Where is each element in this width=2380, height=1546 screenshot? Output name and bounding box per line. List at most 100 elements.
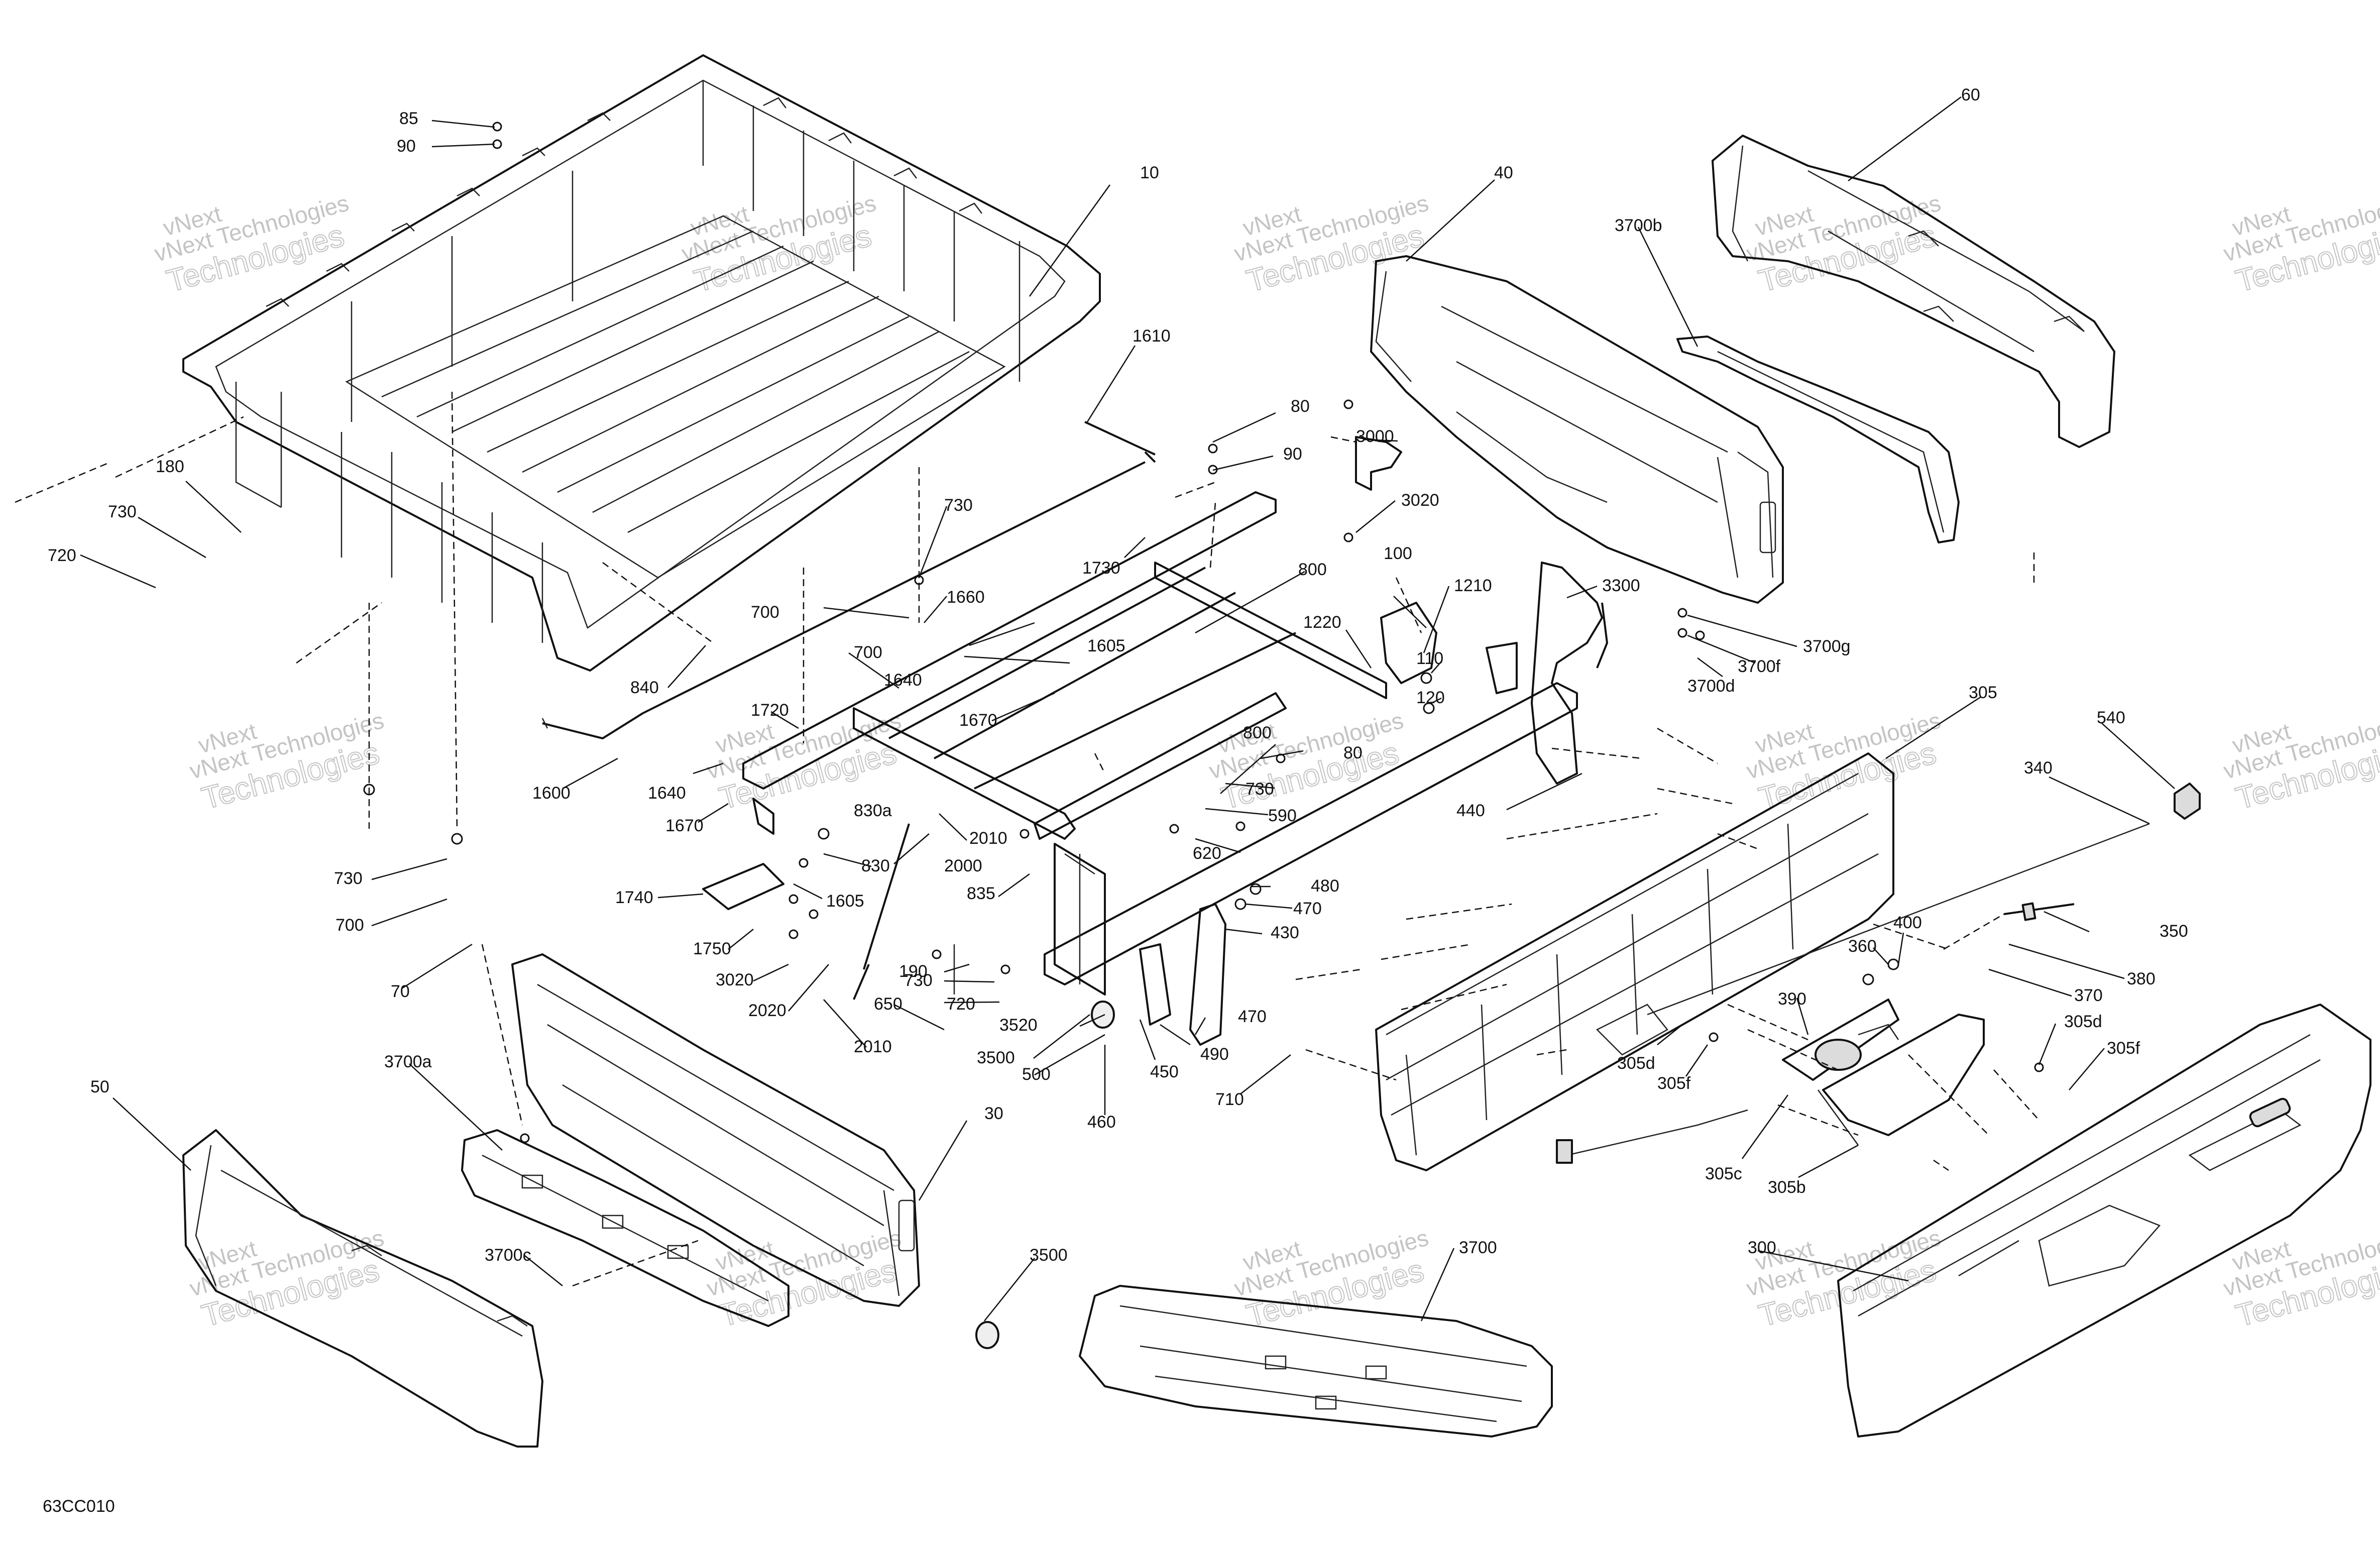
watermark: vNext vNext Technologies Technologies xyxy=(187,1225,387,1334)
callout: 720 xyxy=(947,995,975,1014)
callout: 10 xyxy=(1140,163,1159,182)
side-panel-30 xyxy=(511,953,920,1307)
callout: 730 xyxy=(904,971,933,990)
callout: 710 xyxy=(1215,1090,1244,1109)
callout: 835 xyxy=(967,884,995,903)
callout: 720 xyxy=(48,546,76,565)
callout: 840 xyxy=(630,678,659,697)
callout: 1670 xyxy=(665,816,704,835)
callout: 110 xyxy=(1416,649,1443,668)
callout: 305d xyxy=(1617,1054,1655,1073)
callout: 3000 xyxy=(1356,427,1394,446)
assembly-lines xyxy=(15,391,2039,1287)
callout: 480 xyxy=(1311,876,1339,896)
callout: 360 xyxy=(1848,937,1877,956)
callout: 730 xyxy=(1245,780,1274,799)
trim-3700 xyxy=(1079,1285,1553,1438)
callout: 305c xyxy=(1705,1164,1742,1183)
callout: 730 xyxy=(944,496,973,515)
callout: 2010 xyxy=(854,1037,892,1056)
tailgate-300 xyxy=(1837,1004,2371,1438)
plug-3500 xyxy=(975,1001,1115,1349)
watermark: vNext vNext Technologies Technologies xyxy=(679,190,879,299)
callout: 370 xyxy=(2074,986,2103,1005)
callout: 340 xyxy=(2024,758,2053,778)
callout: 305d xyxy=(2064,1012,2102,1031)
callout: 700 xyxy=(854,643,882,662)
latch-assembly xyxy=(1782,999,1985,1146)
trim-3700b xyxy=(1676,336,1960,543)
callout: 305f xyxy=(1657,1074,1691,1093)
callout: 80 xyxy=(1291,397,1310,416)
fasteners xyxy=(363,122,2044,1143)
callout: 620 xyxy=(1193,844,1221,863)
callout: 190 xyxy=(899,962,928,981)
watermark-group: vNext vNext Technologies Technologies vN… xyxy=(152,190,2380,1334)
callout: 180 xyxy=(156,457,184,476)
callout: 3700g xyxy=(1803,637,1851,656)
tailgate-frame-305 xyxy=(1375,752,1894,1171)
callout: 400 xyxy=(1893,913,1922,932)
callout: 3020 xyxy=(716,970,754,989)
callout: 590 xyxy=(1268,806,1297,825)
bracket-1210 xyxy=(1380,602,1518,694)
callout: 830 xyxy=(861,856,890,875)
callout: 30 xyxy=(984,1104,1003,1123)
callout: 70 xyxy=(391,982,410,1001)
watermark: vNext vNext Technologies Technologies xyxy=(2221,707,2380,817)
callout: 3700 xyxy=(1459,1238,1497,1257)
watermark: vNext vNext Technologies Technologies xyxy=(1744,707,1944,817)
callout: 3700f xyxy=(1738,657,1781,676)
watermark: vNext vNext Technologies Technologies xyxy=(2221,190,2380,299)
callout: 3700a xyxy=(384,1052,432,1071)
callout: 3520 xyxy=(999,1016,1038,1035)
callout: 90 xyxy=(397,137,416,156)
callout: 350 xyxy=(2160,922,2188,941)
callout: 1210 xyxy=(1454,576,1492,595)
callout: 100 xyxy=(1384,544,1412,563)
callout: 1610 xyxy=(1132,326,1171,346)
callout: 830a xyxy=(854,801,892,820)
frame-800 xyxy=(742,491,1578,996)
callout: 1605 xyxy=(1087,636,1125,655)
side-panel-50 xyxy=(182,1129,543,1448)
callout: 3700b xyxy=(1615,216,1662,235)
bracket-540 xyxy=(2174,783,2201,820)
side-panel-40 xyxy=(1370,255,1784,604)
watermark: vNext vNext Technologies Technologies xyxy=(1206,707,1406,817)
callout: 1600 xyxy=(532,784,571,803)
callout: 1605 xyxy=(826,892,864,911)
callout: 85 xyxy=(399,109,418,128)
callout: 470 xyxy=(1238,1007,1267,1026)
watermark: vNext vNext Technologies Technologies xyxy=(187,707,387,817)
callout: 1640 xyxy=(884,671,922,690)
callout: 1670 xyxy=(959,711,997,730)
callout: 3500 xyxy=(1030,1246,1068,1265)
strut-2000 xyxy=(853,823,910,1000)
callout: 730 xyxy=(334,869,363,888)
callout: 305f xyxy=(2107,1039,2140,1058)
brand-badge-icon xyxy=(2249,1097,2291,1128)
callout: 490 xyxy=(1200,1045,1229,1064)
callout: 3700c xyxy=(485,1246,531,1265)
callout: 1750 xyxy=(693,939,731,958)
callout: 305 xyxy=(1969,683,1997,702)
callout: 730 xyxy=(108,502,137,521)
callout: 80 xyxy=(1343,743,1363,762)
rear-panel-60 xyxy=(1712,135,2115,448)
watermark: vNext vNext Technologies Technologies xyxy=(152,190,352,299)
bracket-3300 xyxy=(1531,562,1608,785)
cargo-box-part xyxy=(182,54,1101,672)
hinge-430 xyxy=(1139,903,1226,1046)
callout: 3020 xyxy=(1401,491,1439,510)
trim-3700a xyxy=(461,1129,789,1327)
callout: 800 xyxy=(1298,560,1327,579)
callout: 2020 xyxy=(748,1001,786,1020)
callout: 1730 xyxy=(1082,559,1120,578)
callout: 500 xyxy=(1022,1065,1051,1084)
callout: 470 xyxy=(1293,899,1322,918)
callout: 380 xyxy=(2127,969,2156,988)
watermark: vNext vNext Technologies Technologies xyxy=(1231,190,1431,299)
